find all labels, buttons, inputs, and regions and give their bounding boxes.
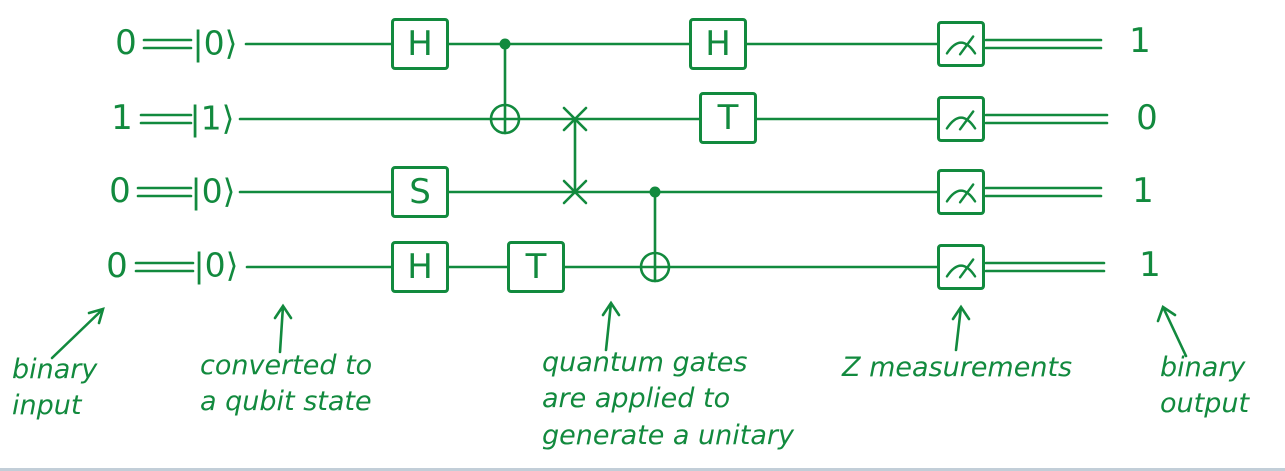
control-dot-icon — [649, 186, 661, 198]
meter-icon — [945, 35, 977, 56]
gate-hadamard-q4: H — [391, 241, 449, 293]
annotation-arrows — [50, 300, 1188, 360]
qubit-wires — [238, 42, 939, 269]
meter-arc — [945, 116, 977, 130]
gate-t-q4: T — [507, 241, 565, 293]
measurement-q1 — [937, 21, 985, 67]
arrow-converted-to-qubit — [273, 303, 293, 354]
gate-hadamard-q1-first: H — [391, 18, 449, 70]
gate-label: H — [407, 24, 433, 64]
gate-label: H — [705, 24, 731, 64]
ket-state-q2: |1⟩ — [189, 98, 235, 138]
meter-needle — [958, 35, 975, 56]
meter-arc — [945, 189, 977, 203]
arrow-quantum-gates — [601, 300, 621, 352]
gate-s-q3: S — [391, 166, 449, 218]
gate-label: S — [409, 172, 431, 212]
cnot-target-icon — [639, 251, 671, 283]
input-bit-q2: 1 — [111, 98, 133, 138]
meter-arc — [945, 41, 977, 55]
meter-icon — [945, 258, 977, 279]
meter-needle — [958, 110, 975, 131]
gate-t-q2: T — [699, 92, 757, 144]
measurement-q3 — [937, 169, 985, 215]
meter-needle — [958, 183, 975, 204]
swap-q2-q3 — [562, 106, 588, 205]
annotation-binary-output: binary output — [1160, 352, 1250, 420]
cnot-q3-q4 — [639, 186, 671, 283]
gate-hadamard-q1-second: H — [689, 18, 747, 70]
classical-input-wires — [134, 38, 195, 273]
annotation-converted-to-qubit: converted to a qubit state — [200, 350, 373, 418]
measurement-q2 — [937, 96, 985, 142]
annotation-z-measurements: Z measurements — [842, 352, 1073, 383]
gate-label: T — [525, 247, 547, 287]
output-bit-q3: 1 — [1132, 171, 1154, 211]
input-bit-q1: 0 — [115, 23, 137, 63]
ket-state-q4: |0⟩ — [193, 245, 239, 285]
window-bottom-edge — [0, 468, 1285, 471]
swap-cross-icon — [562, 179, 588, 205]
input-bit-q3: 0 — [109, 171, 131, 211]
meter-arc — [945, 264, 977, 278]
meter-icon — [945, 183, 977, 204]
output-bit-q1: 1 — [1129, 21, 1151, 61]
arrow-binary-output — [1156, 304, 1188, 358]
output-bit-q2: 0 — [1136, 98, 1158, 138]
swap-cross-icon — [562, 106, 588, 132]
annotation-quantum-gates: quantum gates are applied to generate a … — [542, 347, 794, 451]
ket-state-q1: |0⟩ — [192, 23, 238, 63]
gate-label: T — [717, 98, 739, 138]
input-bit-q4: 0 — [106, 246, 128, 286]
arrow-binary-input — [50, 307, 105, 360]
control-dot-icon — [499, 38, 511, 50]
measurement-q4 — [937, 244, 985, 290]
meter-needle — [958, 258, 975, 279]
cnot-target-icon — [489, 103, 521, 135]
cnot-q1-q2 — [489, 38, 521, 135]
classical-output-wires — [984, 38, 1109, 273]
annotation-binary-input: binary input — [12, 354, 98, 422]
meter-icon — [945, 110, 977, 131]
arrow-z-measurements — [951, 304, 971, 352]
output-bit-q4: 1 — [1139, 245, 1161, 285]
ket-state-q3: |0⟩ — [190, 171, 236, 211]
gate-label: H — [407, 247, 433, 287]
